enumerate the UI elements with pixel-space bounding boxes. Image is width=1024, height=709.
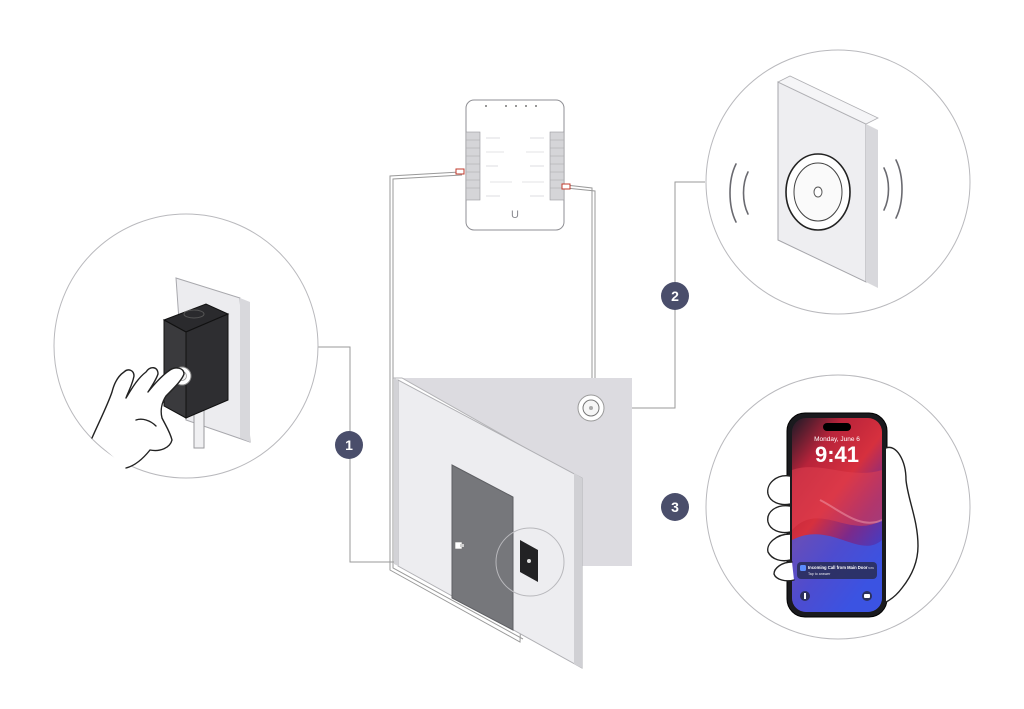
notification-subtitle: Tap to answer	[808, 572, 831, 576]
notification-title: Incoming Call from Main Door	[808, 565, 868, 570]
hub-logo: U	[511, 209, 519, 221]
callout-label-2: 2	[671, 288, 679, 304]
wall-and-door	[392, 377, 632, 669]
access-hub: U	[455, 99, 571, 231]
callout-badge-2: 2	[661, 282, 689, 310]
doorbell-button-large-icon	[785, 153, 851, 231]
callout-label-3: 3	[671, 499, 679, 515]
callout-badge-1: 1	[335, 431, 363, 459]
call-notification[interactable]: Incoming Call from Main Door Tap to answ…	[797, 562, 877, 579]
sound-wave-icon	[729, 159, 903, 223]
detail-circle-button-press	[53, 213, 319, 479]
phone-time: 9:41	[815, 442, 859, 467]
hand-hold-icon	[767, 446, 919, 603]
smartphone-icon: Monday, June 6 9:41 Incoming Call from M…	[786, 412, 888, 618]
detail-circle-phone: Monday, June 6 9:41 Incoming Call from M…	[705, 374, 971, 640]
detail-circle-doorbell	[705, 49, 971, 315]
flashlight-icon	[804, 593, 806, 599]
callout-badge-3: 3	[661, 493, 689, 521]
terminal-block-right	[549, 131, 565, 201]
notification-time: now	[868, 566, 875, 570]
hub-leds	[485, 105, 537, 107]
phone-date: Monday, June 6	[814, 436, 860, 443]
hand-press-icon	[91, 367, 185, 469]
callout-label-1: 1	[345, 437, 353, 453]
doorbell-button-icon	[162, 303, 230, 419]
hub-markings	[486, 137, 544, 197]
terminal-block-left	[465, 131, 481, 201]
camera-icon	[864, 594, 870, 598]
